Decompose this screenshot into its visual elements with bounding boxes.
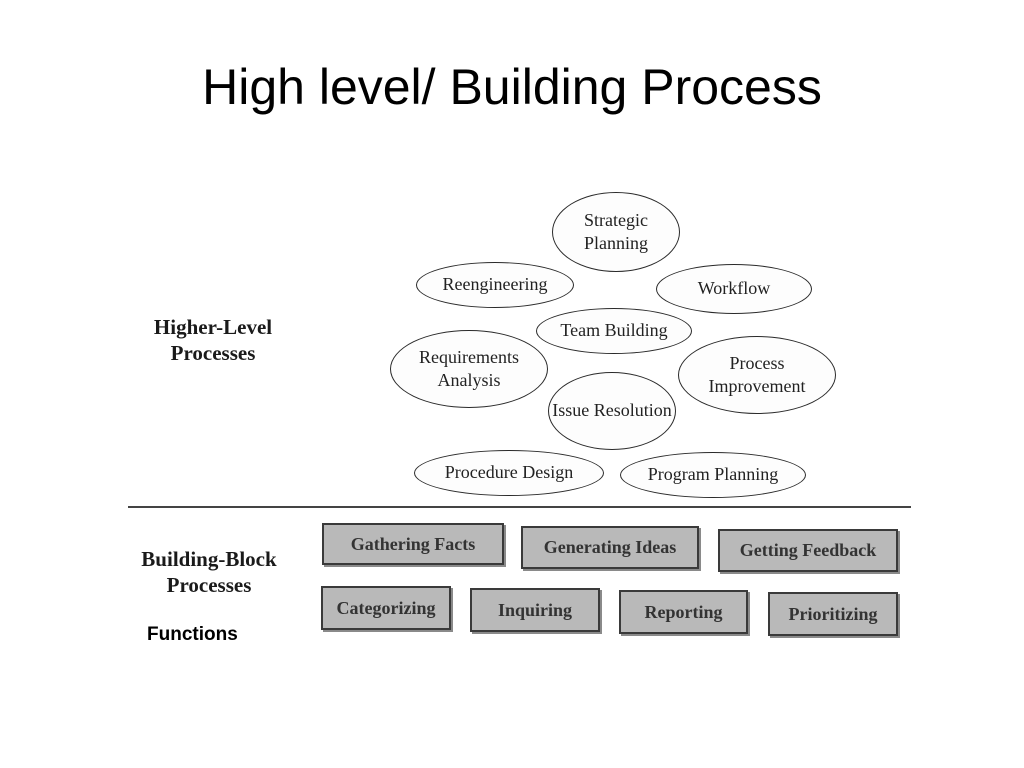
- slide-title: High level/ Building Process: [202, 59, 822, 115]
- oval-strategic-planning: Strategic Planning: [552, 192, 680, 272]
- block-prioritizing: Prioritizing: [768, 592, 898, 636]
- block-getting-feedback: Getting Feedback: [718, 529, 898, 572]
- oval-team-building: Team Building: [536, 308, 692, 354]
- oval-issue-resolution: Issue Resolution: [548, 372, 676, 450]
- oval-procedure-design: Procedure Design: [414, 450, 604, 496]
- block-gathering-facts: Gathering Facts: [322, 523, 504, 565]
- oval-workflow: Workflow: [656, 264, 812, 314]
- oval-reengineering: Reengineering: [416, 262, 574, 308]
- block-reporting: Reporting: [619, 590, 748, 634]
- block-generating-ideas: Generating Ideas: [521, 526, 699, 569]
- oval-requirements-analysis: Requirements Analysis: [390, 330, 548, 408]
- section-divider: [128, 506, 911, 508]
- block-categorizing: Categorizing: [321, 586, 451, 630]
- block-inquiring: Inquiring: [470, 588, 600, 632]
- building-block-label: Building-Block Processes: [141, 547, 277, 598]
- oval-program-planning: Program Planning: [620, 452, 806, 498]
- higher-level-label: Higher-Level Processes: [153, 315, 273, 366]
- oval-process-improvement: Process Improvement: [678, 336, 836, 414]
- functions-label: Functions: [147, 624, 238, 645]
